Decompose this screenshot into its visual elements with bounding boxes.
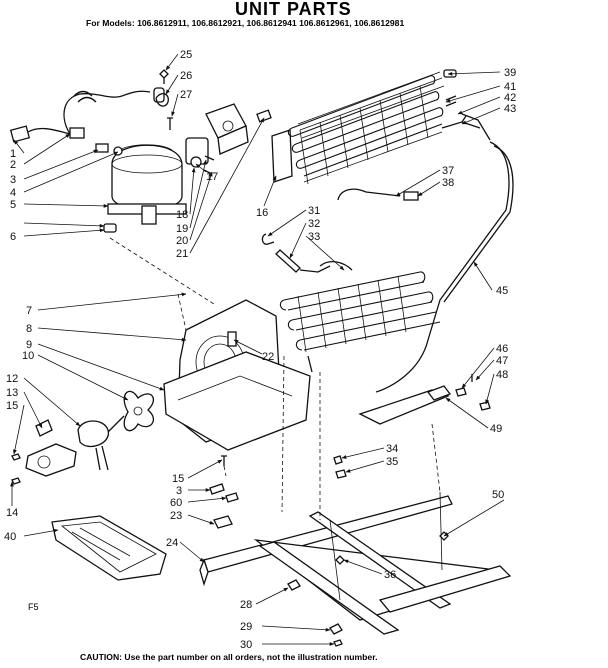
- callout-9: 9: [26, 339, 32, 351]
- callout-23: 23: [170, 510, 182, 522]
- callout-7: 7: [26, 305, 32, 317]
- callout-60: 60: [170, 497, 182, 509]
- callout-5: 5: [10, 199, 16, 211]
- callout-40: 40: [4, 531, 16, 543]
- callout-18: 18: [176, 209, 188, 221]
- callout-16: 16: [256, 207, 268, 219]
- callout-45: 45: [496, 285, 508, 297]
- callout-22: 22: [262, 351, 274, 363]
- drain-trough-part: [358, 374, 491, 425]
- diagram-title: UNIT PARTS: [235, 0, 352, 19]
- model-list: For Models: 106.8612911, 106.8612921, 10…: [86, 18, 404, 28]
- callout-50: 50: [492, 489, 504, 501]
- figure-code: F5: [28, 602, 39, 612]
- callout-47: 47: [496, 355, 508, 367]
- callout-29: 29: [240, 621, 252, 633]
- callout-4: 4: [10, 187, 16, 199]
- power-cord-part: [9, 87, 165, 143]
- callout-20: 20: [176, 235, 188, 247]
- callout-26: 26: [180, 70, 192, 82]
- callout-25: 25: [180, 49, 192, 61]
- base-frame-part: [199, 491, 512, 647]
- callout-12: 12: [6, 373, 18, 385]
- callout-28: 28: [240, 599, 252, 611]
- callout-42: 42: [504, 92, 516, 104]
- callout-31: 31: [308, 205, 320, 217]
- drain-pan-part: [51, 515, 167, 581]
- callout-35: 35: [386, 456, 398, 468]
- callout-46: 46: [496, 343, 508, 355]
- callout-39: 39: [504, 67, 516, 79]
- relay-bracket-part: [185, 103, 272, 175]
- callout-15: 15: [6, 400, 18, 412]
- callout-6: 6: [10, 231, 16, 243]
- callout-43: 43: [504, 103, 516, 115]
- callout-14: 14: [6, 507, 18, 519]
- callout-13: 13: [6, 387, 18, 399]
- callout-15-repeat: 15: [172, 473, 184, 485]
- screw-and-clip-parts: [155, 69, 173, 130]
- callout-19: 19: [176, 223, 188, 235]
- callout-3-repeat: 3: [176, 485, 182, 497]
- callout-21: 21: [176, 248, 188, 260]
- fan-bracket-part: [163, 299, 311, 451]
- callout-24: 24: [166, 537, 178, 549]
- drier-part: [261, 233, 331, 273]
- callout-37: 37: [442, 165, 454, 177]
- small-hardware-parts: [209, 455, 347, 529]
- callout-8: 8: [26, 323, 32, 335]
- callout-36: 36: [384, 569, 396, 581]
- heat-exchange-tube-part: [375, 141, 514, 393]
- callout-10: 10: [22, 350, 34, 362]
- callout-34: 34: [386, 443, 398, 455]
- leader-lines: [10, 53, 505, 646]
- alignment-lines: [109, 237, 441, 520]
- callout-32: 32: [308, 218, 320, 230]
- condenser-coil-part: [271, 69, 491, 201]
- fan-motor-part: [11, 390, 154, 485]
- caution-note: CAUTION: Use the part number on all orde…: [80, 652, 377, 662]
- callout-1: 1: [10, 148, 16, 160]
- callout-27: 27: [180, 89, 192, 101]
- callout-labels: 1 2 3 4 5 6 7 8 9 10 12 13 14 15 16 17 1…: [4, 49, 516, 651]
- callout-2: 2: [10, 159, 16, 171]
- callout-41: 41: [504, 81, 516, 93]
- callout-48: 48: [496, 369, 508, 381]
- callout-3: 3: [10, 174, 16, 186]
- compressor-part: [95, 143, 187, 233]
- evaporator-coil-part: [279, 260, 441, 373]
- callout-38: 38: [442, 177, 454, 189]
- callout-17: 17: [206, 171, 218, 183]
- callout-33: 33: [308, 231, 320, 243]
- callout-30: 30: [240, 639, 252, 651]
- callout-49: 49: [490, 423, 502, 435]
